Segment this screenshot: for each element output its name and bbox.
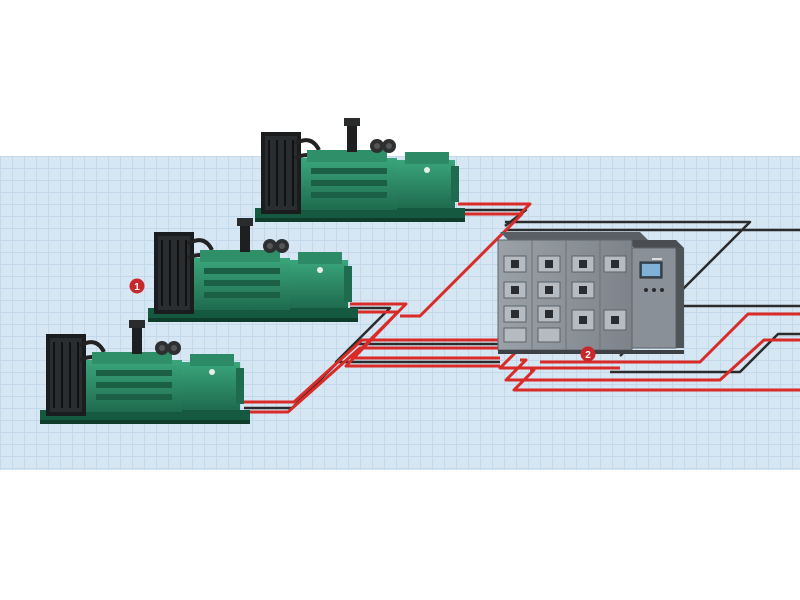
paralleling-switchgear bbox=[497, 232, 684, 354]
generator-middle bbox=[148, 216, 358, 324]
marker-generators: 1 bbox=[129, 278, 145, 294]
generator-bottom bbox=[40, 318, 250, 426]
marker-switchgear: 2 bbox=[580, 346, 596, 362]
red-cable-bundle bbox=[244, 202, 800, 414]
generator-top bbox=[255, 116, 465, 224]
svg-text:1: 1 bbox=[134, 282, 140, 293]
svg-text:2: 2 bbox=[585, 350, 591, 361]
